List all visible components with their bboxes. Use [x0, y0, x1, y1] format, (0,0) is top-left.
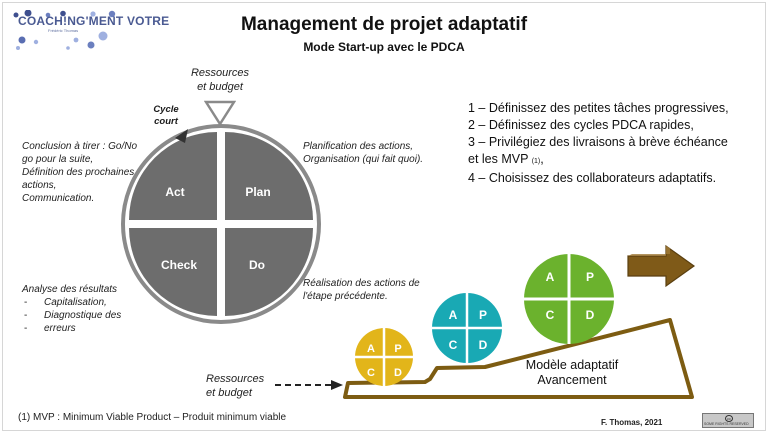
svg-text:D: D — [394, 367, 402, 379]
dashed-arrow-icon — [275, 380, 343, 390]
cc-license-badge: cc SOME RIGHTS RESERVED — [702, 413, 754, 428]
page-subtitle: Mode Start-up avec le PDCA — [303, 40, 465, 54]
ghost-text-left: Dé — [516, 367, 529, 378]
svg-text:A: A — [449, 308, 458, 322]
rule-1: 1 – Définissez des petites tâches progre… — [468, 101, 729, 115]
svg-text:P: P — [394, 343, 401, 355]
quadrant-do-label: Do — [249, 258, 265, 272]
rule-2: 2 – Définissez des cycles PDCA rapides, — [468, 118, 694, 132]
cc-license-text: SOME RIGHTS RESERVED — [704, 422, 749, 426]
svg-text:C: C — [449, 338, 458, 352]
cycle-arrow-icon — [175, 129, 188, 143]
annotation-realisation: Réalisation des actions de l'étape précé… — [303, 278, 420, 302]
credit: F. Thomas, 2021 — [601, 418, 663, 427]
slope-resources-label: Ressources et budget — [206, 373, 265, 399]
logo-dots — [13, 10, 116, 50]
page-title: Management de projet adaptatif — [240, 14, 528, 35]
svg-text:P: P — [479, 308, 487, 322]
svg-text:A: A — [546, 270, 555, 284]
logo-subtitle: Frédéric Thomas — [48, 28, 79, 33]
rule-4: 4 – Choisissez des collaborateurs adapta… — [468, 171, 717, 185]
svg-text:A: A — [367, 343, 375, 355]
pdca-ball-small: A P C D — [355, 328, 413, 386]
quadrant-act-label: Act — [165, 185, 184, 199]
svg-text:D: D — [479, 338, 488, 352]
model-label: Modèle adaptatif Avancement — [525, 358, 619, 387]
cc-icon: cc — [725, 415, 733, 422]
footnote-ref: (1) — [531, 158, 541, 165]
svg-text:D: D — [586, 308, 595, 322]
annotation-analyse: Analyse des résultats Capitalisation, Di… — [22, 283, 152, 335]
svg-text:C: C — [367, 367, 375, 379]
annotation-planification: Planification des actions, Organisation … — [303, 141, 424, 165]
logo-text: COACH!NG'MENT VOTRE — [18, 14, 170, 28]
input-triangle-icon — [204, 100, 236, 126]
rules-list: 1 – Définissez des petites tâches progre… — [468, 100, 768, 187]
progress-arrow-icon — [627, 244, 696, 288]
footnote: (1) MVP : Minimum Viable Product – Produ… — [18, 412, 287, 423]
rule-3-cont: et les MVP (1), — [468, 152, 544, 166]
cycle-resources-label: Ressources et budget — [190, 67, 250, 93]
short-cycle-label: Cycle court — [153, 104, 179, 127]
pdca-ball-medium: A P C D — [432, 293, 502, 363]
quadrant-do — [225, 228, 313, 316]
quadrant-act — [129, 132, 217, 220]
svg-text:C: C — [546, 308, 555, 322]
quadrant-plan — [225, 132, 313, 220]
quadrant-check — [129, 228, 217, 316]
ghost-text-right: aines — [630, 367, 654, 378]
cycle-ring — [121, 124, 321, 324]
svg-text:P: P — [586, 270, 594, 284]
rule-3: 3 – Privilégiez des livraisons à brève é… — [468, 135, 728, 149]
pdca-ball-large: A P C D — [524, 254, 614, 344]
quadrant-plan-label: Plan — [245, 185, 270, 199]
annotation-conclusion: Conclusion à tirer : Go/No go pour la su… — [22, 141, 138, 204]
pdca-cycle: Act Plan Check Do — [121, 124, 321, 324]
quadrant-check-label: Check — [161, 258, 197, 272]
